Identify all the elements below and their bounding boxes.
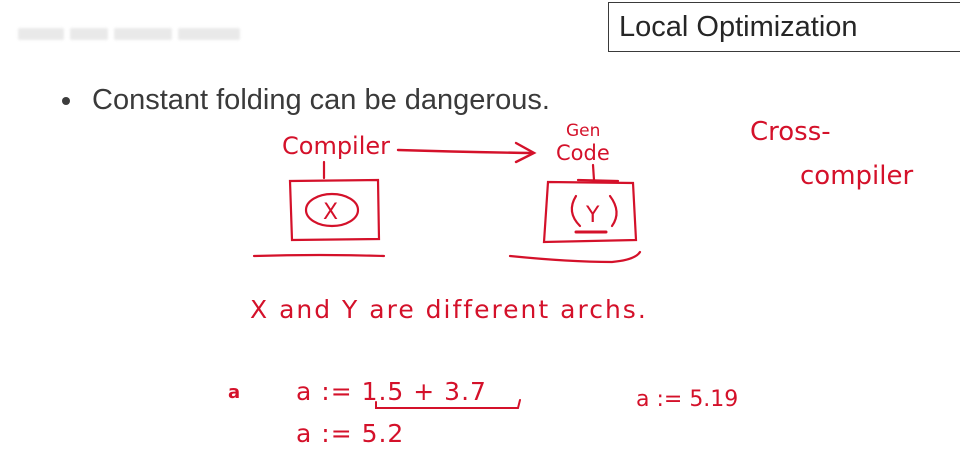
y-machine-label: Y — [585, 203, 600, 228]
compiler2-label: compiler — [800, 161, 913, 191]
alt-line: a := 5.19 — [636, 387, 738, 412]
bullet-item: Constant folding can be dangerous. — [62, 84, 550, 117]
slide-title: Local Optimization — [619, 10, 858, 43]
bullet-dot-icon — [62, 96, 70, 105]
a-marker: a — [228, 382, 240, 403]
expr-line: a := 1.5 + 3.7 — [296, 377, 487, 406]
laptop-x-icon — [252, 160, 386, 258]
cross-label: Cross- — [750, 117, 831, 147]
underline-bracket-icon — [375, 399, 521, 409]
gen-label: Gen — [566, 121, 600, 141]
x-machine-label: X — [323, 200, 338, 225]
slide-title-box: Local Optimization — [608, 2, 960, 52]
compiler-label: Compiler — [282, 132, 390, 160]
logo-watermark — [18, 22, 248, 46]
result-line: a := 5.2 — [296, 419, 404, 448]
code-label: Code — [556, 141, 610, 165]
bullet-text: Constant folding can be dangerous. — [92, 84, 550, 116]
arrow-icon — [396, 141, 537, 164]
archs-note: X and Y are different archs. — [250, 295, 648, 324]
laptop-y-icon — [508, 163, 642, 264]
